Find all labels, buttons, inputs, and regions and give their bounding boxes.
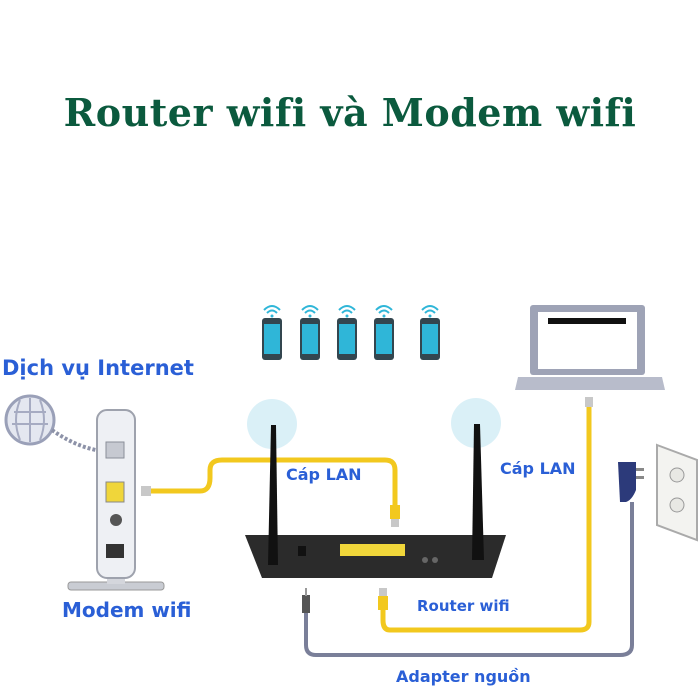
- power-adapter-label: Adapter nguồn: [396, 667, 531, 686]
- router-device: [245, 424, 506, 578]
- wifi-signal-left-icon: [247, 399, 297, 449]
- modem-device: [67, 409, 165, 591]
- router-label: Router wifi: [417, 597, 510, 615]
- lan-cable-label-1: Cáp LAN: [286, 465, 362, 484]
- laptop-device: [515, 305, 665, 390]
- power-outlet: [656, 443, 698, 542]
- power-adapter-cable: [302, 462, 644, 657]
- internet-service-label: Dịch vụ Internet: [2, 356, 194, 380]
- lan-cable-label-2: Cáp LAN: [500, 459, 576, 478]
- phones-group: [262, 305, 440, 360]
- wifi-signal-right-icon: [451, 398, 501, 448]
- lan-cable-modem-router: [141, 457, 400, 527]
- modem-label: Modem wifi: [62, 598, 192, 622]
- smartphone-icon: [262, 305, 282, 360]
- smartphone-icon: [420, 305, 440, 360]
- smartphone-icon: [300, 305, 320, 360]
- smartphone-icon: [337, 305, 357, 360]
- lan-cable-laptop-router: [378, 397, 593, 633]
- page-title: Router wifi và Modem wifi: [63, 90, 637, 135]
- internet-globe-icon: [4, 394, 111, 454]
- smartphone-icon: [374, 305, 394, 360]
